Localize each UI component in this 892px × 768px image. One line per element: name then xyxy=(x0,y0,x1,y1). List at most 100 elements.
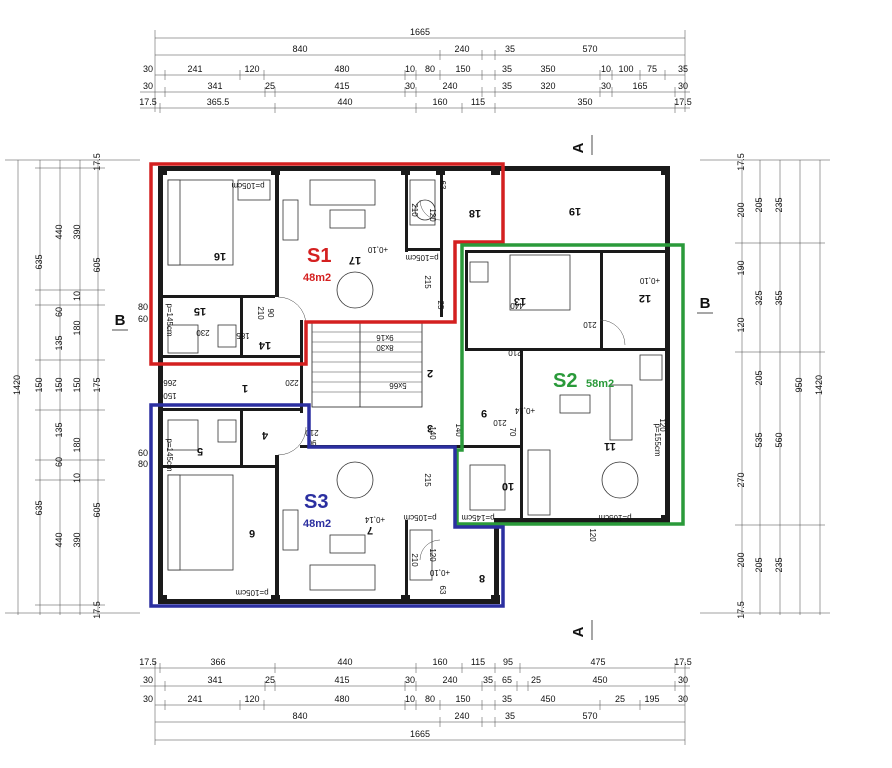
dim-top-r2-8: 350 xyxy=(540,64,555,74)
sofa-icon xyxy=(309,564,376,591)
note-p155-s2: p=155cm xyxy=(653,423,662,456)
room-7: 7 xyxy=(367,524,373,536)
note-d90-s1: 90 xyxy=(266,309,275,318)
dim-left-o0: 635 xyxy=(34,254,44,269)
dim-left-i5: 150 xyxy=(72,377,82,392)
dim-right-i1: 205 xyxy=(754,197,764,212)
dim-right-m0: 235 xyxy=(774,197,784,212)
note-d63-s1: 63 xyxy=(438,181,447,190)
dim-left-i1: 390 xyxy=(72,224,82,239)
note-p105-s1-kit: p=105cm xyxy=(405,253,438,262)
unit-s3-outline xyxy=(149,403,505,608)
note-p105-s3-bed: p=105cm xyxy=(235,588,268,597)
door-swing-icon xyxy=(419,539,441,561)
note-d90-s3: 90 xyxy=(307,438,316,447)
dim-right-j1: 200 xyxy=(736,202,746,217)
dim-top-r2-5: 80 xyxy=(425,64,435,74)
dim-top-r3-1: 341 xyxy=(207,81,222,91)
section-mark-b-right: B xyxy=(700,295,711,312)
dim-top-r2-10: 100 xyxy=(618,64,633,74)
furniture xyxy=(167,179,663,591)
left-dimensions: 1420 635 150 635 440 60 135 150 135 60 4… xyxy=(5,153,148,619)
note-p14-s2: +0,14 xyxy=(514,406,535,415)
dim-bot-r3-7: 65 xyxy=(502,675,512,685)
dim-top-r4-5: 350 xyxy=(577,97,592,107)
dim-right-m1: 355 xyxy=(774,290,784,305)
note-d210-s2b: 210 xyxy=(508,348,522,357)
dim-top-r3-10: 30 xyxy=(678,81,688,91)
dim-bot-r2-4: 10 xyxy=(405,694,415,704)
dim-top-r3-0: 30 xyxy=(143,81,153,91)
dim-top-r2-11: 75 xyxy=(647,64,657,74)
section-mark-a-bottom: A xyxy=(570,626,587,637)
room-13: 13 xyxy=(514,295,526,307)
note-p145-s3: p=145cm xyxy=(165,438,174,471)
note-d210-s3b: 210 xyxy=(410,553,419,567)
dim-top-r1-a: 840 xyxy=(292,44,307,54)
note-5x66: 5x66 xyxy=(389,381,407,390)
dim-left-j1: 605 xyxy=(92,257,102,272)
section-marks: A A B B xyxy=(112,135,713,640)
dim-left-i8: 390 xyxy=(72,532,82,547)
dim-bot-r4-7: 17.5 xyxy=(674,657,692,667)
dim-top-r2-6: 150 xyxy=(455,64,470,74)
note-d120-s2b: 120 xyxy=(588,528,597,542)
dim-left-m5: 60 xyxy=(54,457,64,467)
note-d210-s2: 210 xyxy=(583,320,597,329)
dim-top-r3-4: 30 xyxy=(405,81,415,91)
unit-s2-outline xyxy=(455,243,685,526)
dim-left-m3: 150 xyxy=(54,377,64,392)
note-d70-s2: 70 xyxy=(508,428,517,437)
note-p10-s2: +0,10 xyxy=(639,276,660,285)
bathtub-icon xyxy=(167,419,199,451)
dim-top-r4-1: 365.5 xyxy=(207,97,230,107)
dim-top-r2-7: 35 xyxy=(502,64,512,74)
note-d210-s2c: 210 xyxy=(493,418,507,427)
dim-top-r2-9: 10 xyxy=(601,64,611,74)
dim-bot-r3-4: 30 xyxy=(405,675,415,685)
room-4: 4 xyxy=(261,429,268,441)
dim-left-j4: 60 xyxy=(138,448,148,458)
note-d210-s1: 210 xyxy=(256,306,265,320)
dim-right-i7: 535 xyxy=(754,432,764,447)
section-mark-a-top: A xyxy=(570,142,587,153)
dim-right-i11: 17.5 xyxy=(736,601,746,619)
note-d215-s1: 215 xyxy=(423,275,432,289)
dim-bot-r2-9: 25 xyxy=(615,694,625,704)
note-d220: 220 xyxy=(285,378,299,387)
room-16: 16 xyxy=(214,250,226,262)
dim-left-m1: 60 xyxy=(54,307,64,317)
dim-bot-r3-6: 35 xyxy=(483,675,493,685)
dim-bot-total: 1665 xyxy=(410,729,430,739)
note-d140-s3: 140 xyxy=(454,423,463,437)
dim-top-r4-3: 160 xyxy=(432,97,447,107)
dim-right-total: 1420 xyxy=(814,375,824,395)
unit-s2-area: 58m2 xyxy=(586,378,614,390)
dim-right-i4: 325 xyxy=(754,290,764,305)
dim-left-m2: 135 xyxy=(54,335,64,350)
dim-bot-r2-1: 241 xyxy=(187,694,202,704)
note-d63-s3: 63 xyxy=(438,586,447,595)
dim-left-i3: 180 xyxy=(72,320,82,335)
note-d210-s3: 210 xyxy=(305,428,319,437)
room-5: 5 xyxy=(197,445,203,457)
note-p105-s1-bed: p=105cm xyxy=(231,181,264,190)
dim-top-r2-12: 35 xyxy=(678,64,688,74)
dim-top-r3-7: 320 xyxy=(540,81,555,91)
note-d140: 140 xyxy=(428,426,437,440)
dim-left-i9: 17.5 xyxy=(92,601,102,619)
note-p14-s3: +0,14 xyxy=(364,515,385,524)
note-d120-s2: 120 xyxy=(658,418,667,432)
double-bed-icon xyxy=(509,254,571,311)
dim-bot-r4-6: 475 xyxy=(590,657,605,667)
dim-top-r3-5: 240 xyxy=(442,81,457,91)
room-10: 10 xyxy=(502,480,514,492)
room-8: 8 xyxy=(479,572,485,584)
room-18: 18 xyxy=(469,207,481,219)
dim-left-m4: 135 xyxy=(54,422,64,437)
dim-top-r2-3: 480 xyxy=(334,64,349,74)
dim-bot-r2-8: 450 xyxy=(540,694,555,704)
dim-right-i10: 205 xyxy=(754,557,764,572)
bathtub-icon xyxy=(469,464,506,511)
